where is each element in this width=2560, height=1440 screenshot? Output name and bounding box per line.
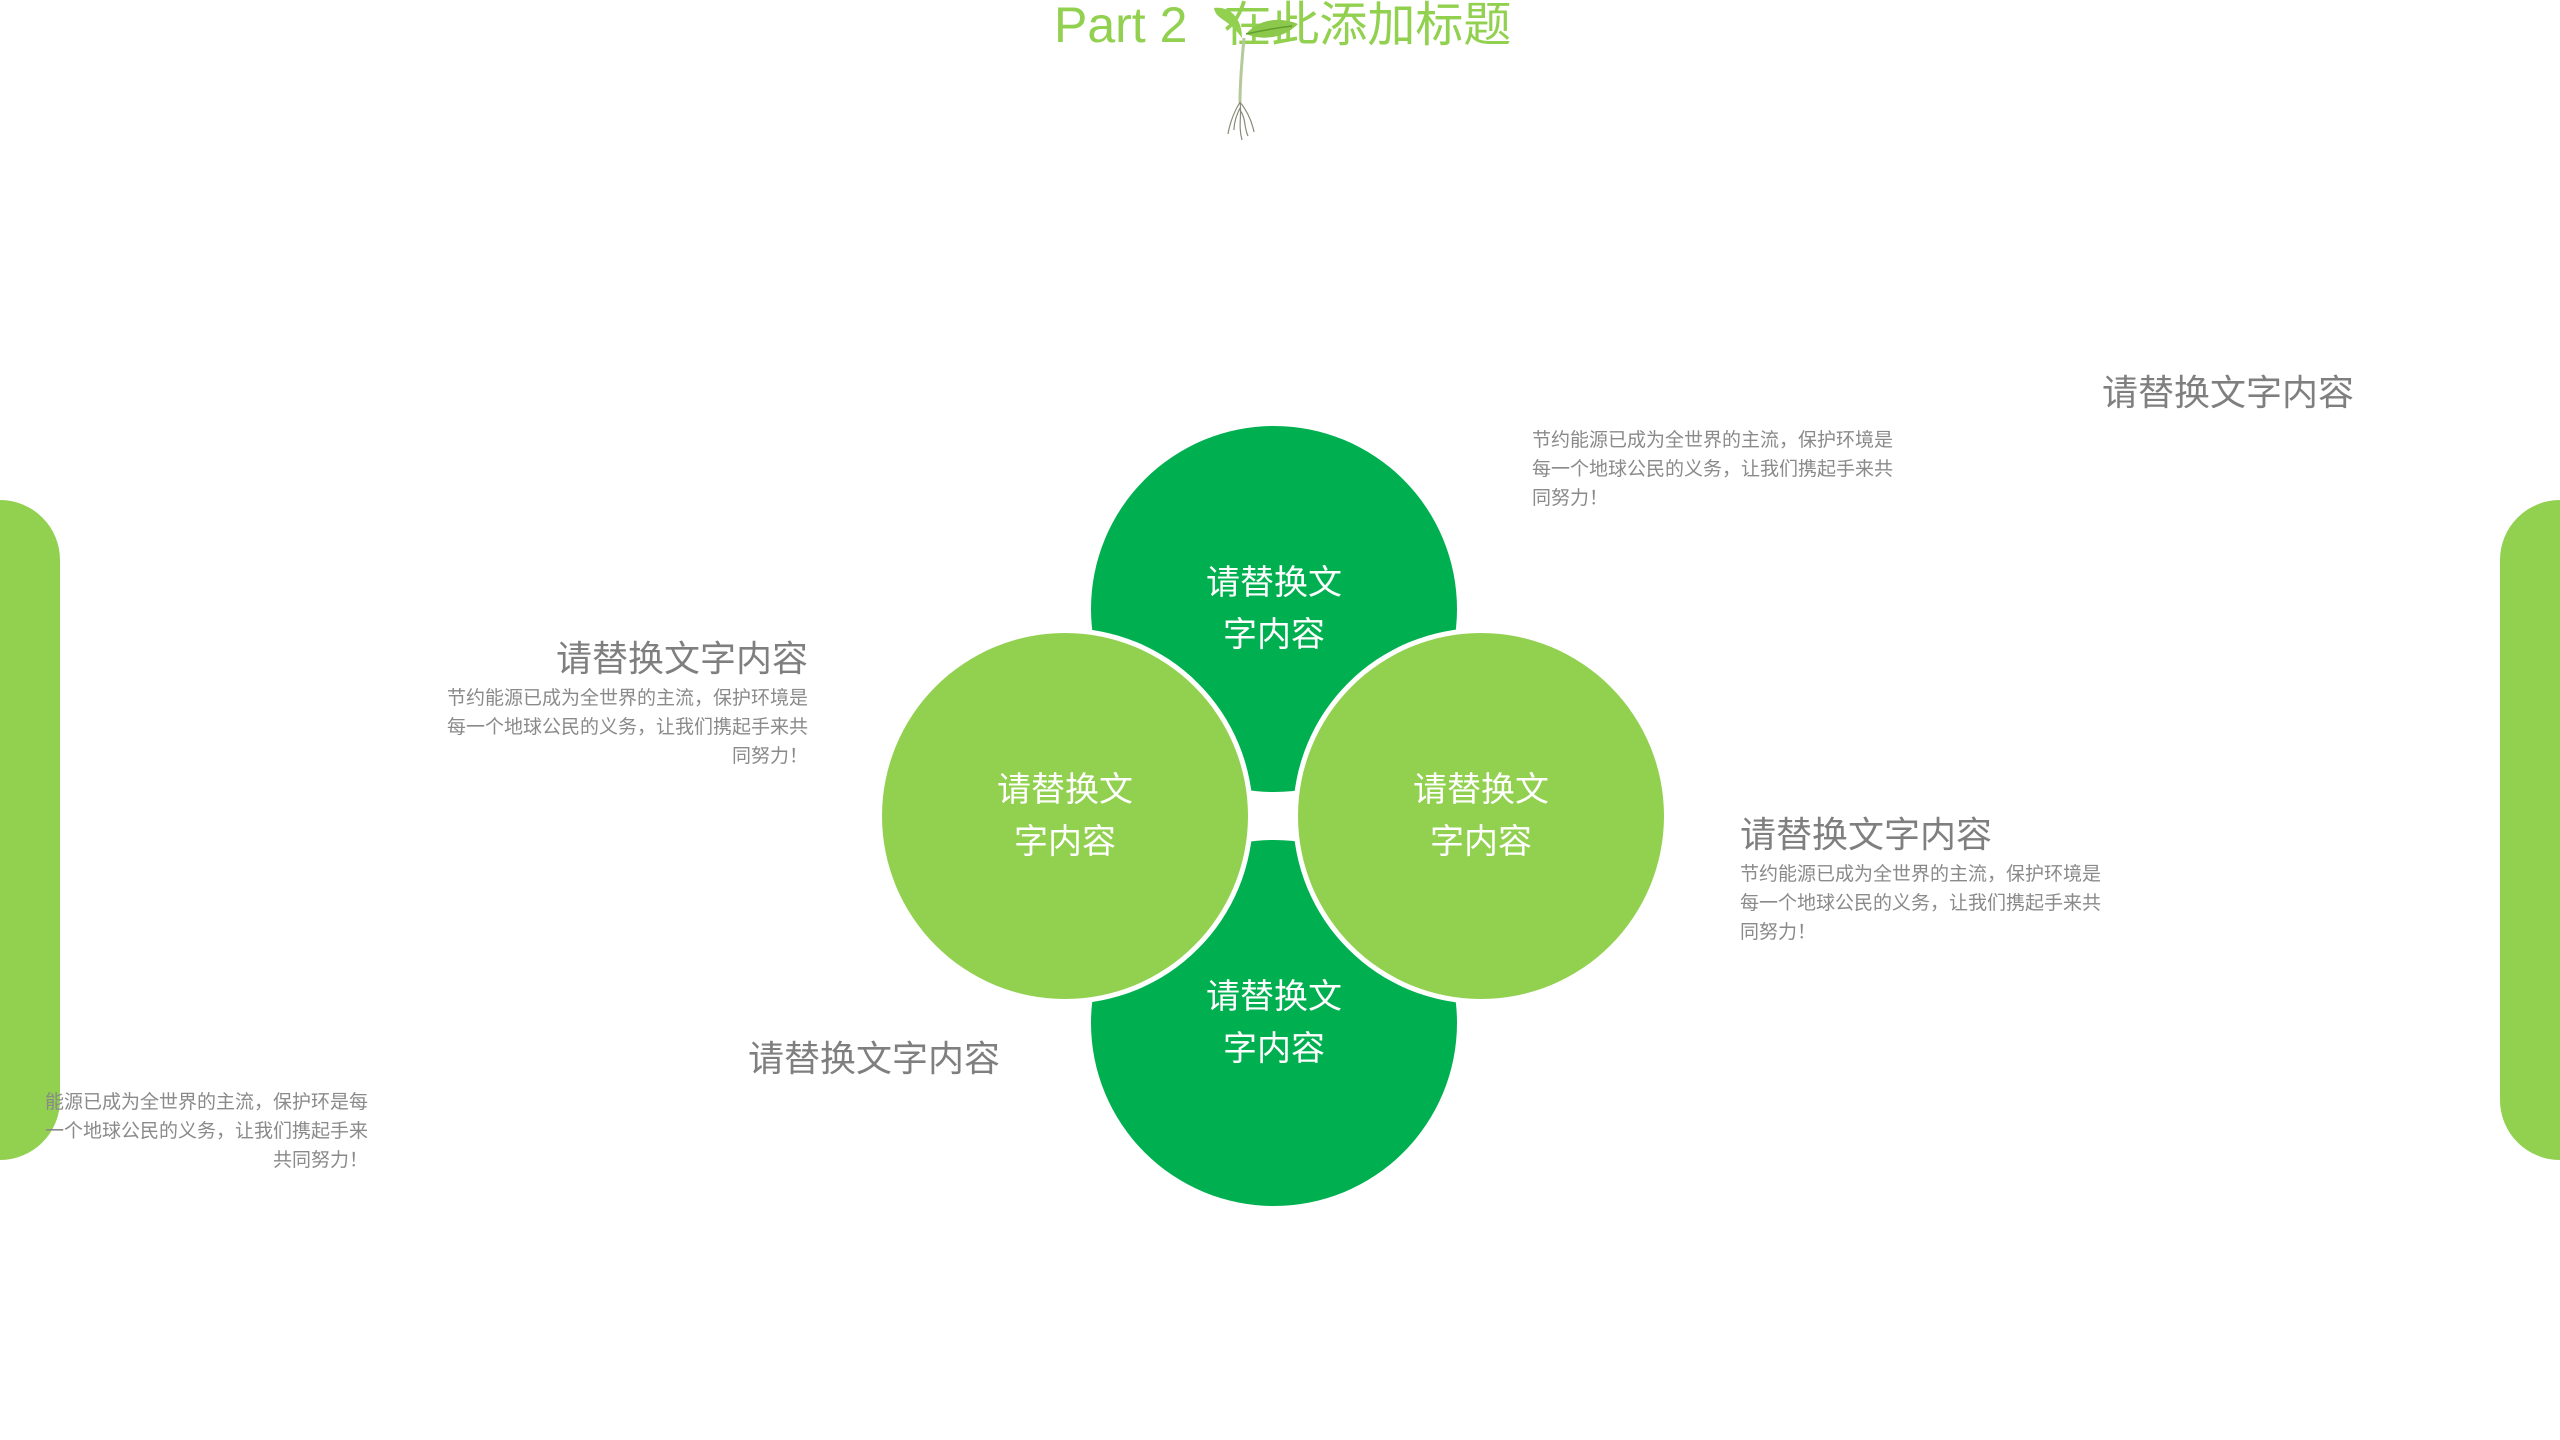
- text-heading: 请替换文字内容: [555, 639, 808, 680]
- text-block-top-right-body: 节约能源已成为全世界的主流，保护环境是每一个地球公民的义务，让我们携起手来共同努…: [1532, 426, 1904, 513]
- text-body: 能源已成为全世界的主流，保护环是每一个地球公民的义务，让我们携起手来共同努力！: [44, 1091, 368, 1171]
- text-body: 节约能源已成为全世界的主流，保护环境是每一个地球公民的义务，让我们携起手来共同努…: [1740, 863, 2102, 943]
- text-heading: 请替换文字内容: [748, 1039, 1001, 1080]
- circle-bottom-label: 请替换文字内容: [1206, 977, 1342, 1069]
- sprout-icon: [1214, 7, 1298, 141]
- circle-left-label: 请替换文字内容: [997, 770, 1133, 862]
- text-heading: 请替换文字内容: [1740, 815, 1993, 856]
- text-heading: 请替换文字内容: [2102, 373, 2355, 414]
- part-label: Part 2: [1054, 0, 1188, 53]
- right-accent-bar: [2500, 500, 2560, 1160]
- text-body: 节约能源已成为全世界的主流，保护环境是每一个地球公民的义务，让我们携起手来共同努…: [446, 687, 808, 767]
- circle-top-label: 请替换文字内容: [1206, 563, 1342, 655]
- circle-right: 请替换文字内容: [1298, 633, 1664, 999]
- circle-right-label: 请替换文字内容: [1413, 770, 1549, 862]
- text-body: 节约能源已成为全世界的主流，保护环境是每一个地球公民的义务，让我们携起手来共同努…: [1532, 429, 1894, 509]
- text-block-middle-left: 请替换文字内容 节约能源已成为全世界的主流，保护环境是每一个地球公民的义务，让我…: [436, 636, 808, 771]
- left-accent-bar: [0, 500, 60, 1160]
- text-block-bottom-left-body: 能源已成为全世界的主流，保护环是每一个地球公民的义务，让我们携起手来共同努力！: [40, 1088, 368, 1175]
- circle-left: 请替换文字内容: [882, 633, 1248, 999]
- slide-header: Part 2 在此添加标题: [1054, 0, 1511, 50]
- text-block-bottom-left-heading: 请替换文字内容: [748, 1036, 1000, 1084]
- text-block-top-right-heading: 请替换文字内容: [2102, 370, 2354, 418]
- text-block-middle-right: 请替换文字内容 节约能源已成为全世界的主流，保护环境是每一个地球公民的义务，让我…: [1740, 812, 2112, 947]
